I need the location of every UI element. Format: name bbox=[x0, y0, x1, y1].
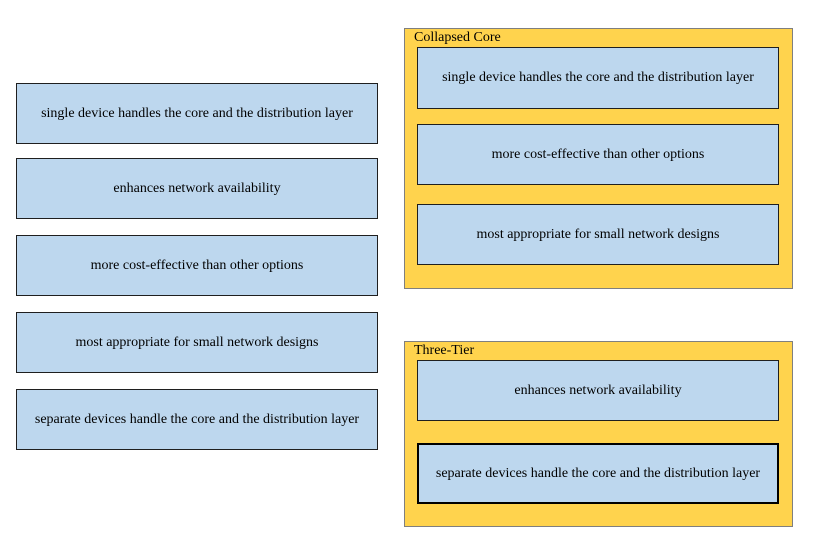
source-item-enhances-availability[interactable]: enhances network availability bbox=[16, 158, 378, 219]
placed-item-small-network[interactable]: most appropriate for small network desig… bbox=[417, 204, 779, 265]
placed-item-separate-devices[interactable]: separate devices handle the core and the… bbox=[417, 443, 779, 504]
placed-item-single-device[interactable]: single device handles the core and the d… bbox=[417, 47, 779, 109]
drop-zone-three-tier[interactable]: Three-Tier enhances network availability… bbox=[404, 341, 793, 527]
drop-zone-title: Collapsed Core bbox=[414, 30, 501, 45]
source-item-small-network[interactable]: most appropriate for small network desig… bbox=[16, 312, 378, 373]
source-item-separate-devices[interactable]: separate devices handle the core and the… bbox=[16, 389, 378, 450]
drop-zone-title: Three-Tier bbox=[414, 343, 475, 358]
drop-zone-collapsed-core[interactable]: Collapsed Core single device handles the… bbox=[404, 28, 793, 289]
source-item-cost-effective[interactable]: more cost-effective than other options bbox=[16, 235, 378, 296]
source-item-single-device[interactable]: single device handles the core and the d… bbox=[16, 83, 378, 144]
placed-item-cost-effective[interactable]: more cost-effective than other options bbox=[417, 124, 779, 185]
placed-item-enhances-availability[interactable]: enhances network availability bbox=[417, 360, 779, 421]
